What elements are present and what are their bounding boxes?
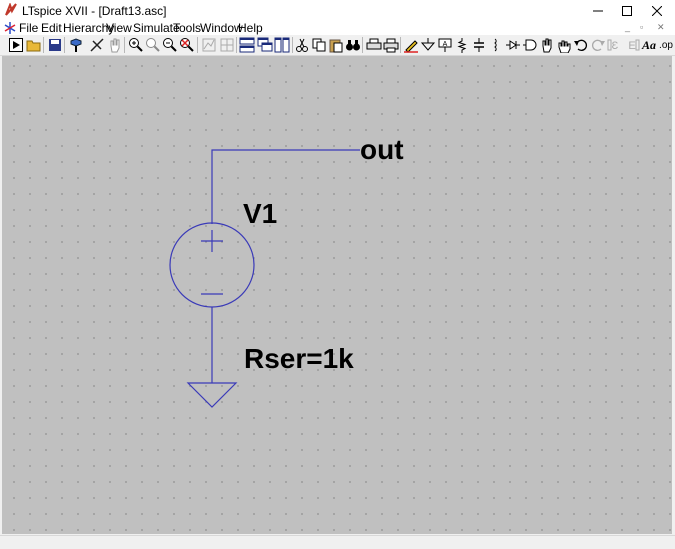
cascade-icon[interactable] [256, 36, 274, 54]
net-label-icon[interactable]: A [436, 36, 454, 54]
window-title: LTspice XVII - [Draft13.asc] [22, 4, 167, 18]
toolbar-separator [124, 37, 125, 53]
menu-simulate[interactable]: Simulate [133, 21, 180, 35]
menu-view[interactable]: View [106, 21, 132, 35]
drag-hand-icon[interactable] [555, 36, 573, 54]
undo-icon[interactable] [572, 36, 590, 54]
toolbar-separator [236, 37, 237, 53]
grid-plot-icon[interactable] [218, 36, 236, 54]
ground-symbol [186, 382, 238, 408]
zoom-out-icon[interactable] [161, 36, 179, 54]
redo-icon[interactable] [589, 36, 607, 54]
control-panel-icon[interactable] [67, 36, 85, 54]
toolbar-separator [292, 37, 293, 53]
tile-horizontal-icon[interactable] [238, 36, 256, 54]
toolbar-separator [64, 37, 65, 53]
print-icon[interactable] [382, 36, 400, 54]
halt-icon[interactable] [88, 36, 106, 54]
rotate-icon[interactable]: Ɛ [606, 36, 624, 54]
zoom-cancel-icon[interactable] [178, 36, 196, 54]
zoom-fit-icon[interactable] [144, 36, 162, 54]
net-label-out[interactable]: out [360, 134, 404, 165]
wire-out [211, 149, 360, 224]
close-button[interactable] [642, 0, 672, 21]
toolbar-separator [362, 37, 363, 53]
schematic-canvas[interactable]: out V1 Rser=1k [2, 56, 672, 534]
mdi-close-button[interactable]: ✕ [657, 22, 665, 32]
pan-hand-icon[interactable] [106, 36, 124, 54]
save-icon[interactable] [46, 36, 64, 54]
capacitor-icon[interactable] [470, 36, 488, 54]
mdi-restore-button[interactable]: ▫ [640, 22, 644, 32]
schematic-drawing [169, 149, 360, 408]
source-value-label[interactable]: Rser=1k [244, 343, 354, 374]
zoom-in-icon[interactable] [127, 36, 145, 54]
component-icon[interactable] [521, 36, 539, 54]
find-binoculars-icon[interactable] [344, 36, 362, 54]
svg-text:Ɛ: Ɛ [612, 40, 619, 52]
ltspice-app-icon[interactable] [4, 2, 18, 20]
autorange-icon[interactable] [200, 36, 218, 54]
minimize-button[interactable] [583, 0, 613, 21]
svg-text:A: A [443, 41, 448, 48]
toolbar-separator [43, 37, 44, 53]
resistor-icon[interactable] [453, 36, 471, 54]
tile-vertical-icon[interactable] [273, 36, 291, 54]
menu-window[interactable]: Window [200, 21, 243, 35]
cut-icon[interactable] [293, 36, 311, 54]
document-icon[interactable] [4, 21, 16, 38]
toolbar: A Ɛ E Aa .op [0, 35, 675, 56]
menu-hierarchy[interactable]: Hierarchy [63, 21, 115, 35]
menu-bar: File Edit Hierarchy View Simulate Tools … [0, 21, 675, 35]
menu-help[interactable]: Help [238, 21, 263, 35]
text-font-icon[interactable]: Aa [641, 37, 656, 52]
open-folder-icon[interactable] [25, 36, 43, 54]
spice-directive-icon[interactable]: .op [659, 39, 673, 51]
inductor-icon[interactable] [487, 36, 505, 54]
menu-file[interactable]: File [19, 21, 39, 35]
status-bar [0, 535, 675, 549]
ground-icon[interactable] [419, 36, 437, 54]
copy-icon[interactable] [310, 36, 328, 54]
source-name-label[interactable]: V1 [243, 198, 278, 229]
menu-edit[interactable]: Edit [41, 21, 62, 35]
maximize-button[interactable] [612, 0, 642, 21]
svg-text:E: E [628, 40, 635, 52]
run-icon[interactable] [7, 36, 25, 54]
print-preview-icon[interactable] [365, 36, 383, 54]
diode-icon[interactable] [504, 36, 522, 54]
toolbar-separator [400, 37, 401, 53]
mdi-minimize-button[interactable]: _ [625, 22, 631, 32]
paste-icon[interactable] [327, 36, 345, 54]
draw-wire-pencil-icon[interactable] [402, 36, 420, 54]
menu-tools[interactable]: Tools [173, 21, 202, 35]
title-bar: LTspice XVII - [Draft13.asc] [0, 0, 675, 21]
move-hand-icon[interactable] [538, 36, 556, 54]
toolbar-separator [197, 37, 198, 53]
mirror-icon[interactable]: E [623, 36, 641, 54]
